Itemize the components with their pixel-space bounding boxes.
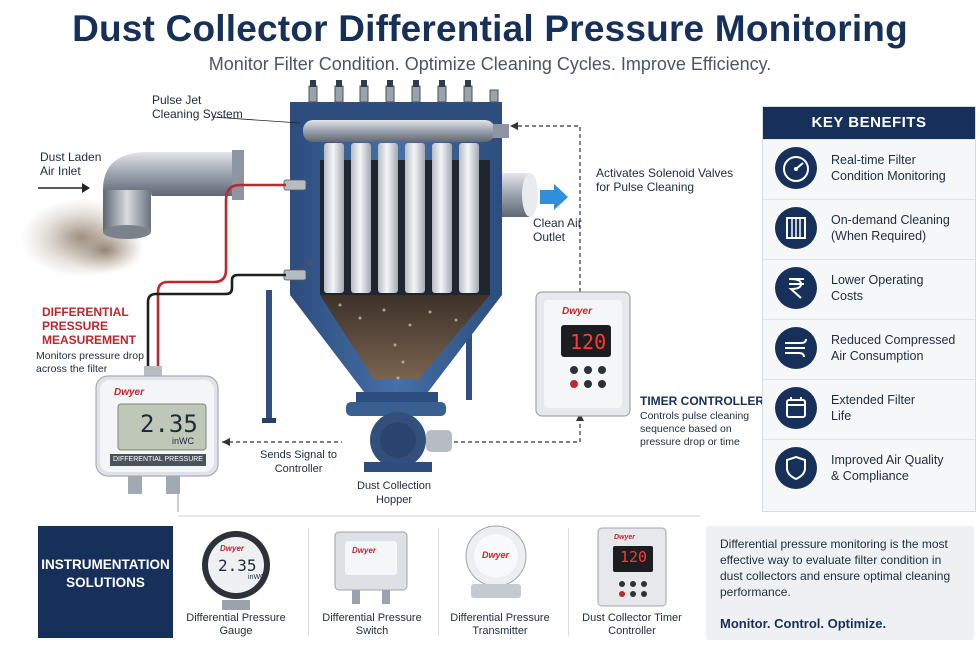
benefit-item: On-demand Cleaning(When Required) <box>763 199 975 258</box>
label-timer-title: TIMER CONTROLLER <box>640 394 764 408</box>
signal-line-valves <box>512 125 581 292</box>
dust-particles <box>338 303 458 380</box>
calendar-icon <box>775 387 817 429</box>
high-port <box>283 179 307 191</box>
divider <box>308 528 309 636</box>
minus-sign: − <box>306 256 314 270</box>
plus-sign: + <box>271 169 279 183</box>
timer-controller-device <box>535 291 631 417</box>
rupee-icon <box>775 267 817 309</box>
controller-brand: Dwyer <box>562 306 593 317</box>
inlet-pipe <box>103 150 244 239</box>
low-port <box>283 269 307 281</box>
gauge-label: DIFFERENTIAL PRESSURE <box>113 456 203 463</box>
benefit-item: Improved Air Quality& Compliance <box>763 439 975 498</box>
gauge-unit: inWC <box>172 436 194 446</box>
gauge-reading: 2.35 <box>140 410 198 438</box>
solenoid-valves <box>308 85 499 103</box>
gauge-icon <box>775 147 817 189</box>
product-switch-image <box>334 531 408 604</box>
page-title: Dust Collector Differential Pressure Mon… <box>72 8 908 49</box>
key-benefits-heading: KEY BENEFITS <box>763 107 975 139</box>
slogan: Monitor. Control. Optimize. <box>720 616 887 631</box>
divider <box>438 528 439 636</box>
rotary-valve <box>346 402 452 472</box>
red-tube <box>156 183 286 370</box>
controller-reading: 120 <box>570 330 607 354</box>
product-controller-image <box>597 527 667 607</box>
shield-icon <box>775 447 817 489</box>
air-header <box>303 120 495 142</box>
summary-note: Differential pressure monitoring is the … <box>706 526 974 640</box>
page-subtitle: Monitor Filter Condition. Optimize Clean… <box>208 54 772 74</box>
air-icon <box>775 327 817 369</box>
clean-air-outlet <box>500 173 538 217</box>
product-gauge-image <box>202 531 270 610</box>
gauge-brand: Dwyer <box>114 387 145 398</box>
differential-pressure-gauge <box>95 366 219 512</box>
divider <box>568 528 569 636</box>
filter-bags <box>324 143 479 293</box>
black-tube <box>146 273 286 370</box>
summary-text: Differential pressure monitoring is the … <box>720 537 951 599</box>
product-transmitter-image <box>465 525 527 598</box>
clean-air-arrow <box>540 184 568 210</box>
support-legs <box>262 290 472 423</box>
filter-icon <box>775 207 817 249</box>
